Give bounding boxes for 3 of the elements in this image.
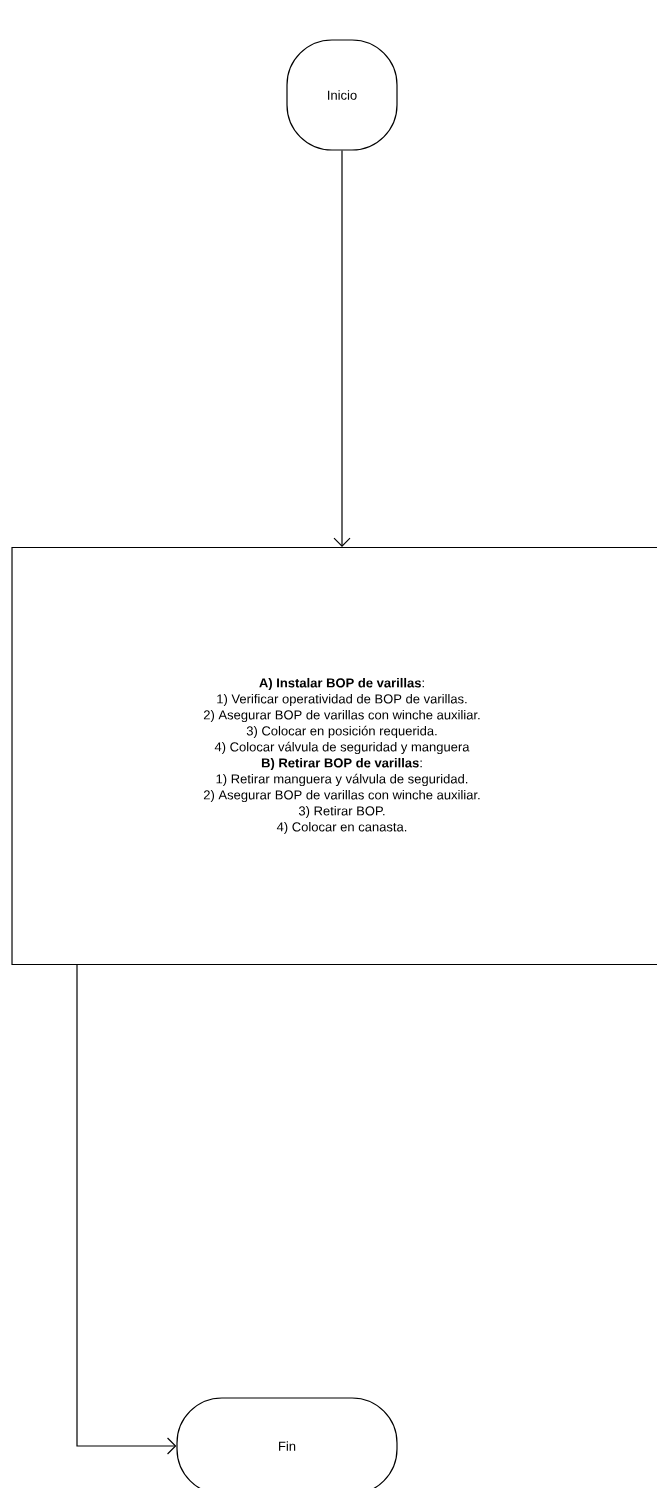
process-box: A) Instalar BOP de varillas: 1) Verificar operatividad de BOP de varillas. 2) Asegurar BOP de varillas con winche auxiliar. 3) Colocar en posición requerida. 4) Colocar válvula de seguridad y manguera B) Retirar BOP de varillas: 1) Retirar manguera y válvula de seguridad. 2) Asegurar BOP de varillas con winche auxiliar. 3) Retirar BOP. 4) Colocar en canasta. — [11, 546, 657, 966]
arrow — [333, 150, 351, 547]
arrow — [76, 964, 177, 1455]
